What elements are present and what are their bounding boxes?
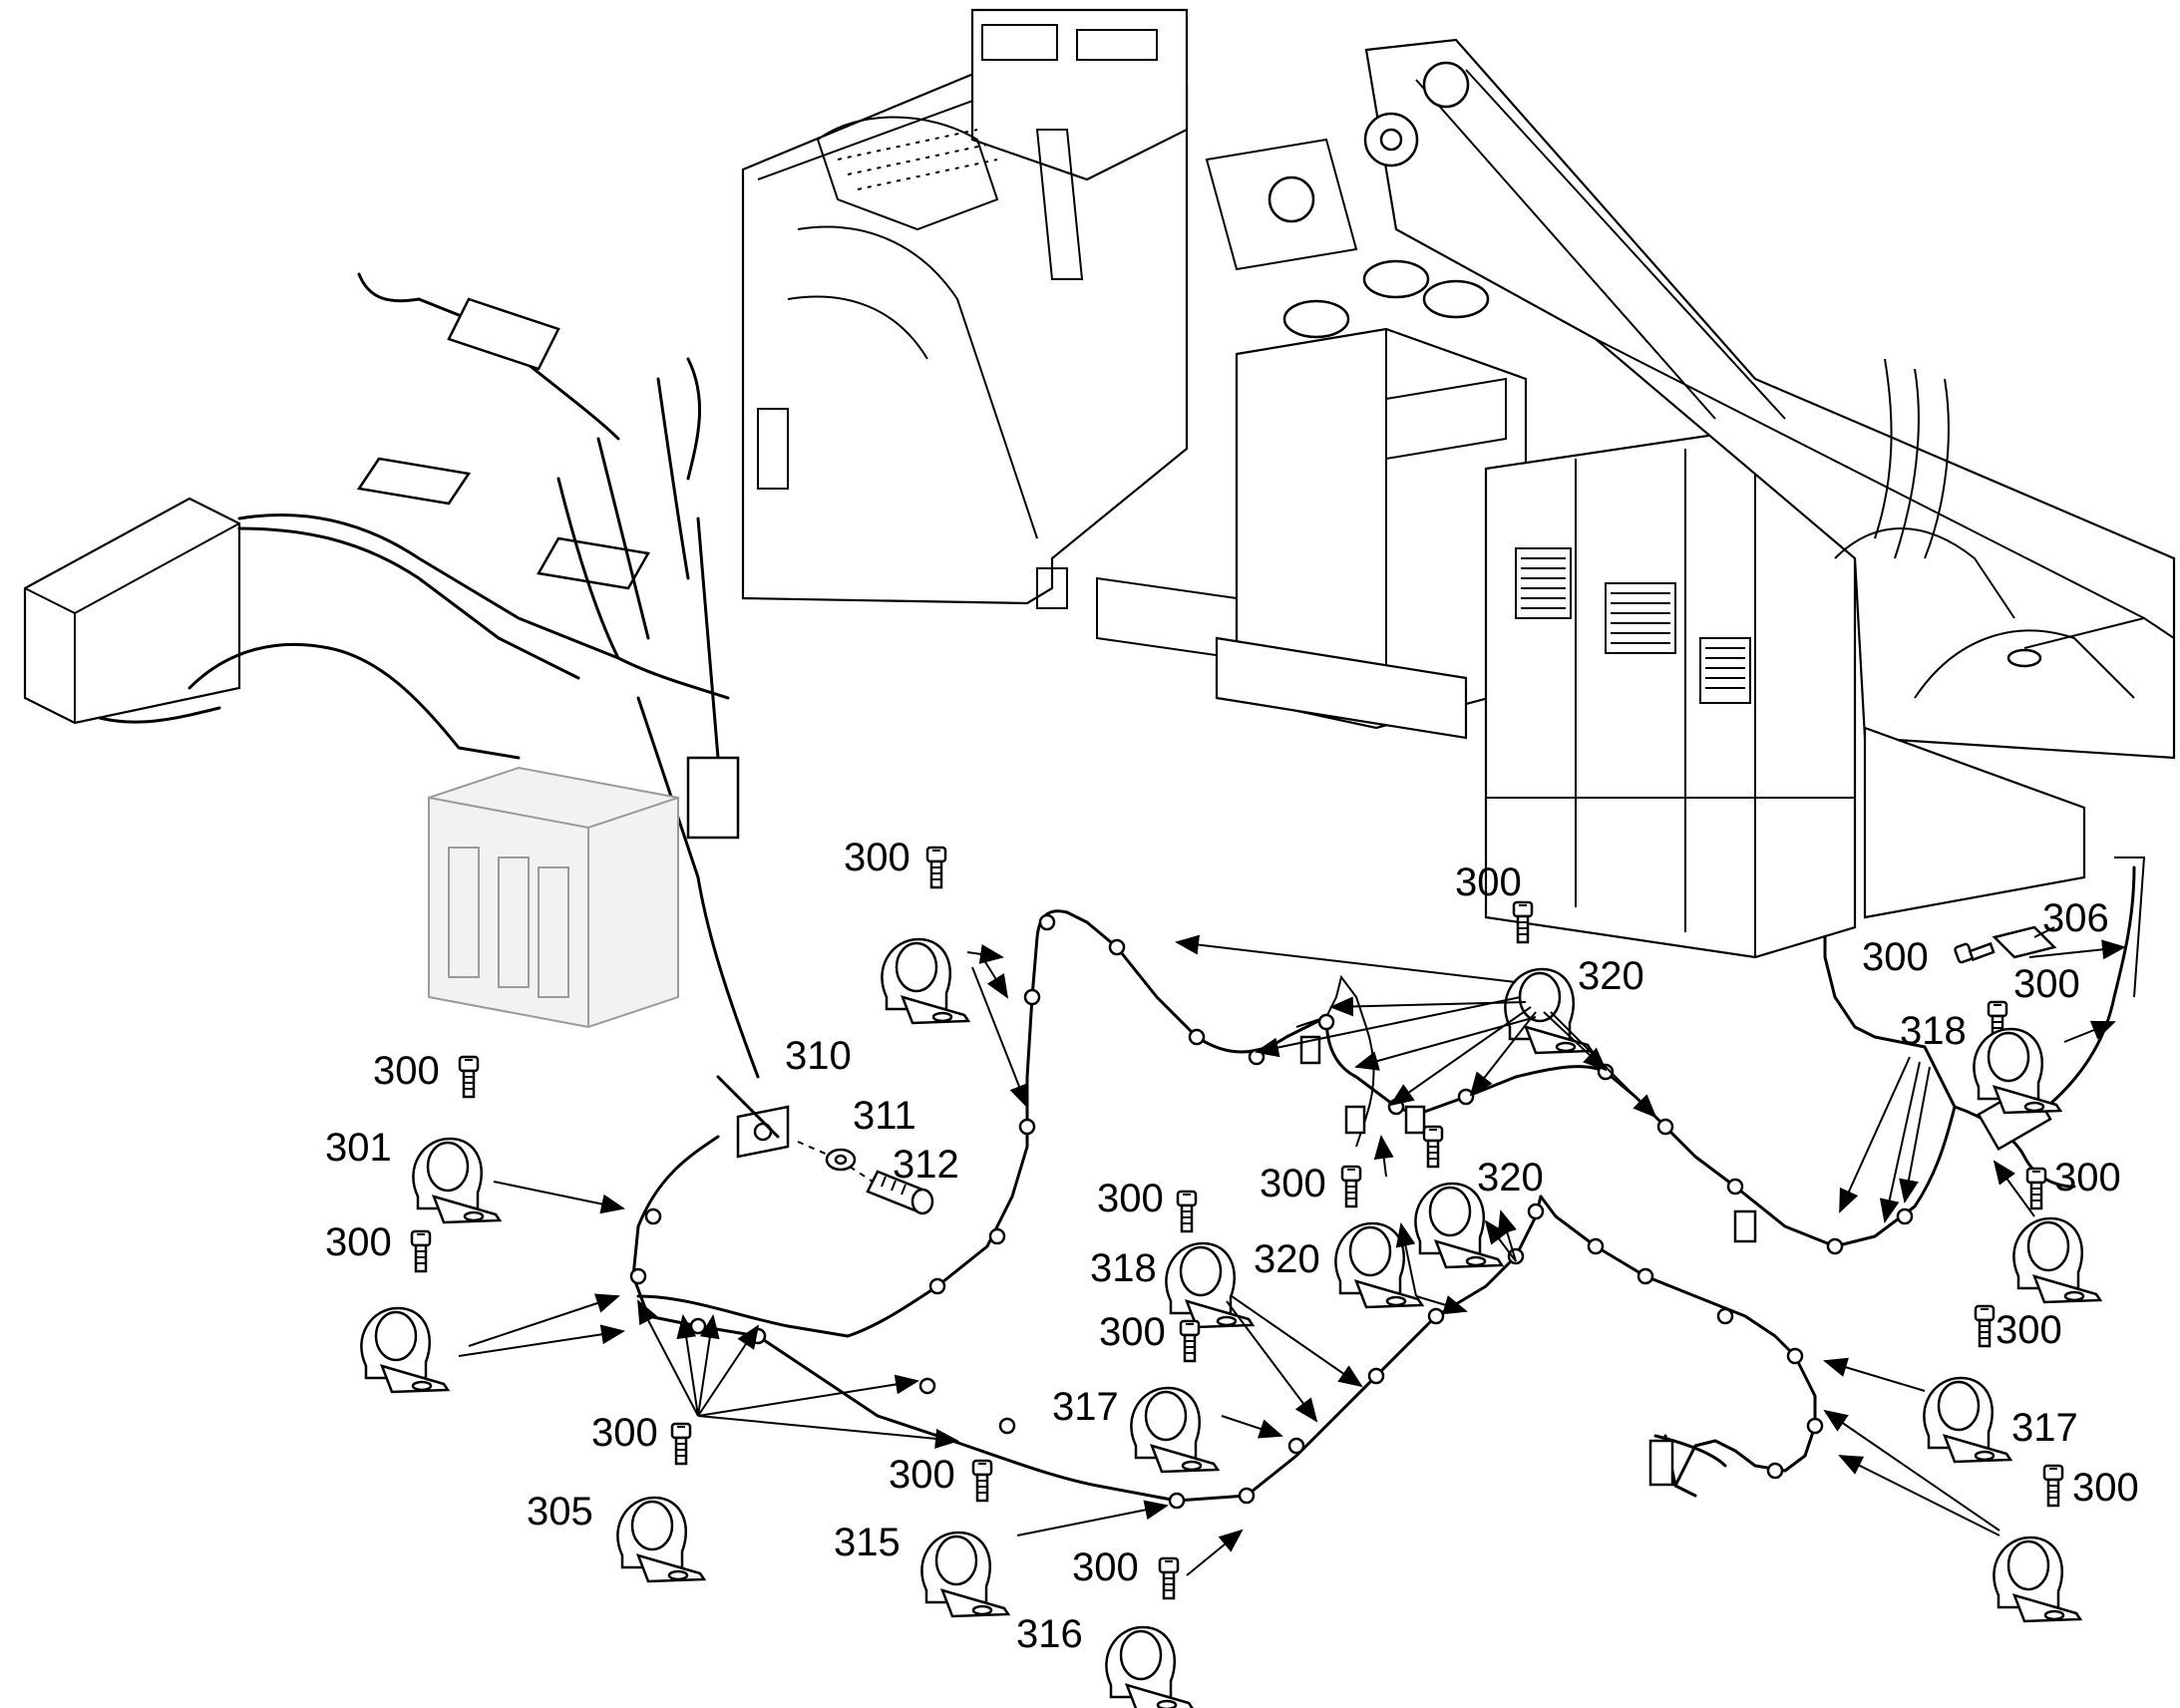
leader-arrows bbox=[458, 934, 2126, 1576]
machine-frame bbox=[741, 8, 2176, 959]
clamp-301 bbox=[412, 1137, 502, 1224]
screw-300-p bbox=[1954, 941, 1996, 964]
callout-300: 300 bbox=[1072, 1545, 1139, 1589]
screw-300-o bbox=[2042, 1464, 2064, 1508]
sensor-bracket-306 bbox=[1992, 925, 2057, 959]
clamp-300-a bbox=[881, 937, 970, 1025]
battery-ghost bbox=[428, 766, 679, 1029]
clamp-316 bbox=[1105, 1625, 1195, 1708]
screw-300-a bbox=[925, 846, 947, 889]
clamp-305 bbox=[616, 1496, 706, 1583]
screw-300-h bbox=[1176, 1190, 1198, 1233]
callout-312: 312 bbox=[893, 1143, 959, 1187]
screw-300-e bbox=[670, 1422, 692, 1466]
callout-300: 300 bbox=[1862, 935, 1929, 979]
callout-300: 300 bbox=[325, 1220, 392, 1264]
upper-harness bbox=[98, 272, 760, 1079]
control-box bbox=[23, 497, 241, 725]
callout-300: 300 bbox=[1455, 860, 1522, 904]
clamp-318-b bbox=[1973, 1027, 2062, 1115]
clamp-300-d bbox=[360, 1306, 450, 1394]
callout-300: 300 bbox=[889, 1453, 955, 1497]
screw-300-n bbox=[1974, 1304, 1996, 1348]
clamp-317-a bbox=[1130, 1386, 1220, 1474]
cable-gland bbox=[866, 1170, 934, 1215]
screw-300-k bbox=[1422, 1125, 1444, 1169]
callout-316: 316 bbox=[1016, 1612, 1083, 1656]
callout-300: 300 bbox=[2072, 1466, 2139, 1510]
clamp-318-a bbox=[1165, 1241, 1255, 1329]
clamp-317-b bbox=[1923, 1376, 2012, 1464]
clamp-300-m bbox=[2012, 1216, 2102, 1304]
callout-317: 317 bbox=[2011, 1406, 2078, 1450]
callout-300: 300 bbox=[1097, 1177, 1164, 1220]
callout-310: 310 bbox=[785, 1034, 852, 1078]
callout-320: 320 bbox=[1254, 1237, 1320, 1281]
washer bbox=[825, 1148, 857, 1172]
callout-318: 318 bbox=[1090, 1246, 1157, 1290]
callout-300: 300 bbox=[591, 1411, 658, 1455]
callout-311: 311 bbox=[853, 1094, 916, 1138]
callout-317: 317 bbox=[1052, 1385, 1119, 1429]
screw-300-d bbox=[410, 1229, 432, 1273]
clamp-315 bbox=[920, 1531, 1010, 1618]
screw-300-c bbox=[458, 1055, 480, 1099]
callout-300: 300 bbox=[1260, 1162, 1326, 1205]
callout-315: 315 bbox=[834, 1521, 901, 1564]
harness-plugs bbox=[1299, 1035, 1757, 1487]
callout-320: 320 bbox=[1477, 1156, 1544, 1199]
callout-300: 300 bbox=[1099, 1310, 1166, 1354]
screw-300-g bbox=[1158, 1556, 1180, 1600]
hardware-items bbox=[360, 846, 2102, 1708]
screw-300-f bbox=[971, 1459, 993, 1503]
callout-300: 300 bbox=[2054, 1156, 2121, 1199]
screw-300-m bbox=[2025, 1167, 2047, 1210]
callout-300: 300 bbox=[1996, 1308, 2062, 1352]
callout-318: 318 bbox=[1900, 1009, 1967, 1053]
connector-plate bbox=[716, 1075, 790, 1159]
callout-labels: 300 300 320 306 300 300 318 310 300 311 … bbox=[325, 836, 2139, 1656]
harness-clips bbox=[629, 913, 1914, 1510]
cooler-grilles bbox=[1515, 547, 1751, 704]
callout-300: 300 bbox=[2013, 962, 2080, 1006]
clamp-300-o bbox=[1993, 1536, 2082, 1623]
callout-306: 306 bbox=[2042, 896, 2109, 940]
callout-300: 300 bbox=[373, 1049, 440, 1093]
callout-320: 320 bbox=[1578, 954, 1644, 998]
callout-301: 301 bbox=[325, 1126, 392, 1170]
screw-300-i bbox=[1179, 1319, 1201, 1363]
callout-305: 305 bbox=[527, 1490, 593, 1534]
callout-300: 300 bbox=[844, 836, 910, 879]
screw-300-j bbox=[1340, 1165, 1362, 1208]
